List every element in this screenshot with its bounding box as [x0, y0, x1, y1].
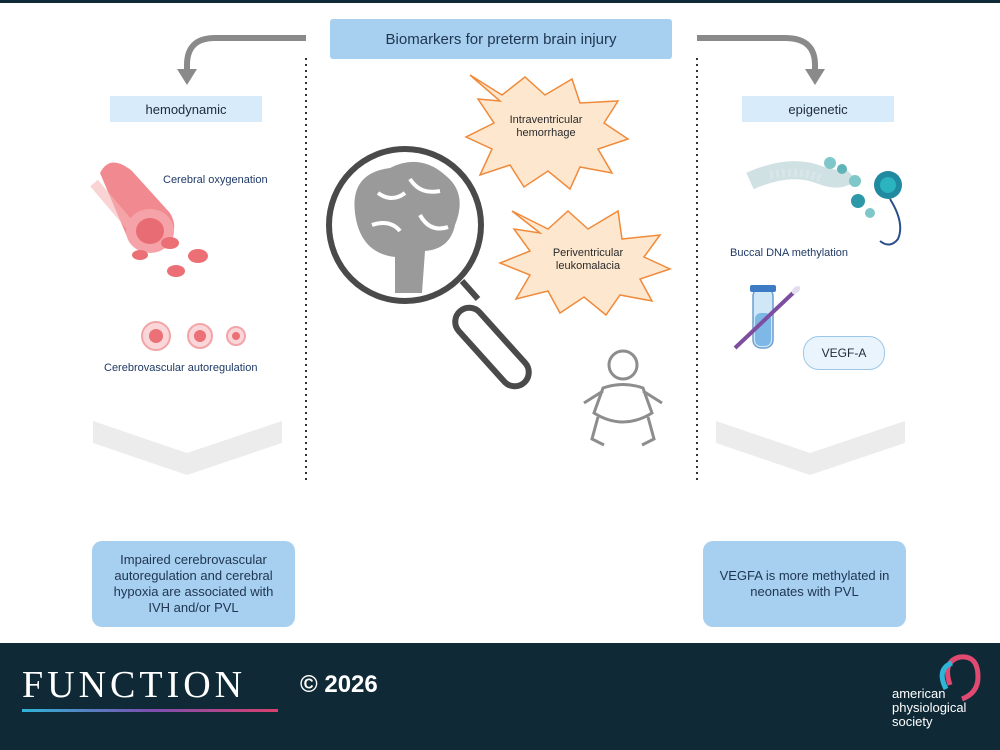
society-name: american physiological society — [892, 687, 966, 729]
burst-pvl — [497, 209, 673, 317]
arrow-right — [697, 35, 818, 73]
summary-right: VEGFA is more methylated in neonates wit… — [703, 541, 906, 627]
arrow-right-head — [805, 69, 825, 85]
chevron-right — [716, 421, 905, 475]
brand-underline — [22, 709, 278, 712]
label-cerebrovascular-autoregulation: Cerebrovascular autoregulation — [104, 362, 258, 374]
label-cerebral-oxygenation: Cerebral oxygenation — [163, 174, 268, 186]
red-blood-cells-icon — [141, 321, 246, 351]
copyright-text: © 2026 — [300, 671, 378, 698]
burst-ivh-label: Intraventricular hemorrhage — [509, 114, 583, 139]
society-line-3: society — [892, 714, 933, 729]
diagram-title: Biomarkers for preterm brain injury — [330, 19, 672, 59]
journal-brand: FUNCTION — [22, 664, 247, 706]
diagram-graphics — [90, 35, 905, 481]
vegf-a-badge: VEGF-A — [803, 336, 885, 370]
footer-bar: FUNCTION © 2026 american physiological s… — [0, 643, 1000, 750]
society-line-1: american — [892, 686, 946, 701]
dna-strand-icon — [746, 157, 902, 246]
burst-ivh — [464, 74, 630, 191]
category-epigenetic: epigenetic — [742, 96, 894, 122]
arrow-left-head — [177, 69, 197, 85]
magnifier-brain-icon — [326, 146, 532, 390]
baby-icon — [583, 349, 663, 447]
society-line-2: physiological — [892, 700, 967, 715]
test-tube-icon — [733, 285, 801, 350]
society-logo-icon — [939, 654, 981, 702]
label-buccal-dna-methylation: Buccal DNA methylation — [730, 247, 848, 259]
burst-pvl-label: Periventricular leukomalacia — [552, 247, 624, 272]
category-hemodynamic: hemodynamic — [110, 96, 262, 122]
top-strip — [0, 0, 1000, 3]
arrow-left — [184, 35, 306, 73]
diagram-canvas: Biomarkers for preterm brain injury hemo… — [0, 3, 1000, 643]
summary-left: Impaired cerebrovascular autoregulation … — [92, 541, 295, 627]
chevron-left — [93, 421, 282, 475]
blood-vessel-icon — [90, 162, 208, 277]
